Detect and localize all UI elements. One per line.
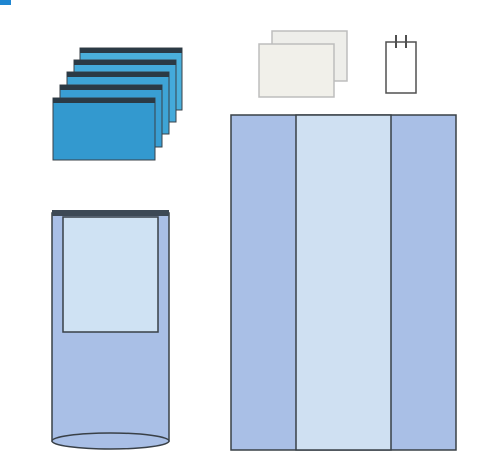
paper-sheets — [259, 31, 347, 97]
stacked-towels — [53, 48, 182, 160]
split-sheet-drape — [231, 115, 456, 450]
accent-mark — [0, 0, 11, 5]
towel-5 — [53, 98, 155, 160]
equipment-cover-bag — [52, 210, 169, 449]
paper-sheet-front — [259, 44, 334, 97]
notepad — [386, 35, 416, 93]
